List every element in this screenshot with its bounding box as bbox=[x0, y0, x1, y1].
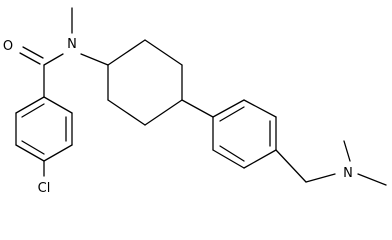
benzamide-ring bbox=[15, 96, 73, 162]
amide-nitrogen-label: N bbox=[67, 37, 77, 52]
bond bbox=[219, 145, 245, 162]
bond bbox=[22, 46, 44, 59]
bond bbox=[43, 144, 73, 162]
bond bbox=[343, 140, 351, 162]
dimethylaminomethyl-group bbox=[275, 140, 387, 186]
bond bbox=[243, 99, 277, 118]
bond bbox=[275, 149, 307, 183]
bond bbox=[181, 99, 214, 118]
oxygen-atom-label: O bbox=[3, 39, 13, 54]
bond bbox=[212, 99, 245, 118]
bond bbox=[243, 149, 277, 169]
bond bbox=[107, 99, 146, 126]
bond bbox=[219, 106, 245, 122]
chlorine-atom-label: Cl bbox=[38, 181, 51, 196]
bond bbox=[21, 103, 45, 118]
cyclohexane-ring bbox=[107, 39, 183, 126]
bond bbox=[80, 53, 109, 66]
bond bbox=[21, 140, 45, 155]
bond bbox=[107, 39, 146, 66]
bond bbox=[43, 96, 73, 114]
bond bbox=[144, 39, 183, 66]
bond bbox=[15, 96, 45, 114]
bond bbox=[305, 173, 336, 183]
amide-group bbox=[19, 7, 109, 98]
amine-nitrogen-label: N bbox=[343, 166, 353, 181]
bond bbox=[43, 53, 64, 66]
bond bbox=[212, 149, 245, 169]
bond bbox=[357, 173, 387, 186]
phenylene-ring bbox=[212, 99, 277, 169]
bond bbox=[144, 99, 183, 126]
bond bbox=[15, 144, 45, 162]
structure-diagram: O N Cl N bbox=[3, 7, 387, 196]
bond bbox=[19, 52, 41, 65]
